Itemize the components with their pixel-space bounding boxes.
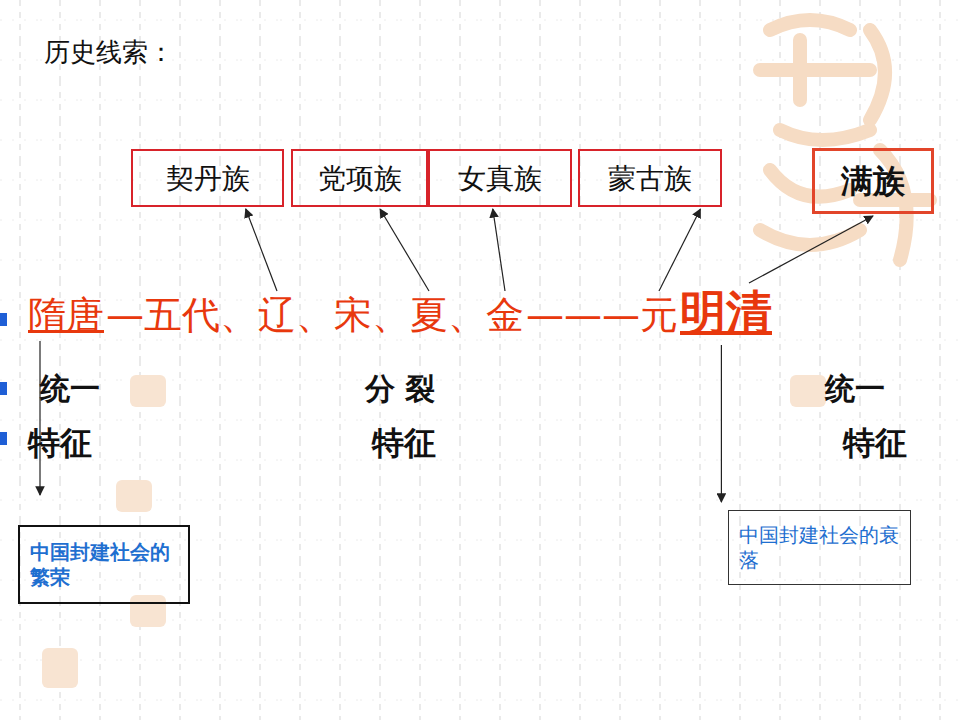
feature-box: 中国封建社会的衰落 <box>728 510 911 585</box>
node-text: 党项族 <box>318 161 402 196</box>
ethnic-box: 满族 <box>812 148 934 214</box>
node-text: 中国封建社会的繁荣 <box>30 540 178 590</box>
leader-arrow <box>721 345 722 502</box>
bullet <box>0 313 7 445</box>
node-text: 蒙古族 <box>608 161 692 196</box>
feature-label: 特征 <box>843 425 907 462</box>
feature-box: 中国封建社会的繁荣 <box>18 525 190 604</box>
era: ———元 <box>526 294 678 338</box>
seal-watermark <box>760 20 930 260</box>
title: 历史线索： <box>44 38 174 68</box>
feature-label: 特征 <box>28 425 92 462</box>
leader-arrow <box>39 341 40 495</box>
era: —五代、辽、宋、夏、金 <box>106 294 524 338</box>
node-text: 中国封建社会的衰落 <box>739 523 900 573</box>
small-seal <box>42 375 826 688</box>
leader-arrow <box>493 209 505 291</box>
leader-arrow <box>246 209 277 291</box>
ethnic-box: 契丹族 <box>131 149 284 207</box>
period-type: 分 裂 <box>365 372 435 407</box>
node-text: 契丹族 <box>166 161 250 196</box>
ethnic-box: 蒙古族 <box>578 149 722 207</box>
node-text: 满族 <box>841 161 905 201</box>
node-text: 女真族 <box>458 161 542 196</box>
ethnic-box: 女真族 <box>428 149 572 207</box>
feature-label: 特征 <box>372 425 436 462</box>
era: 隋唐 <box>28 294 104 338</box>
era: 明清 <box>680 286 772 339</box>
leader-arrow <box>380 209 429 291</box>
ethnic-box: 党项族 <box>291 149 428 207</box>
leader-arrow <box>749 216 873 283</box>
period-type: 统一 <box>825 372 885 407</box>
period-type: 统一 <box>40 372 100 407</box>
leader-arrow <box>659 209 700 291</box>
